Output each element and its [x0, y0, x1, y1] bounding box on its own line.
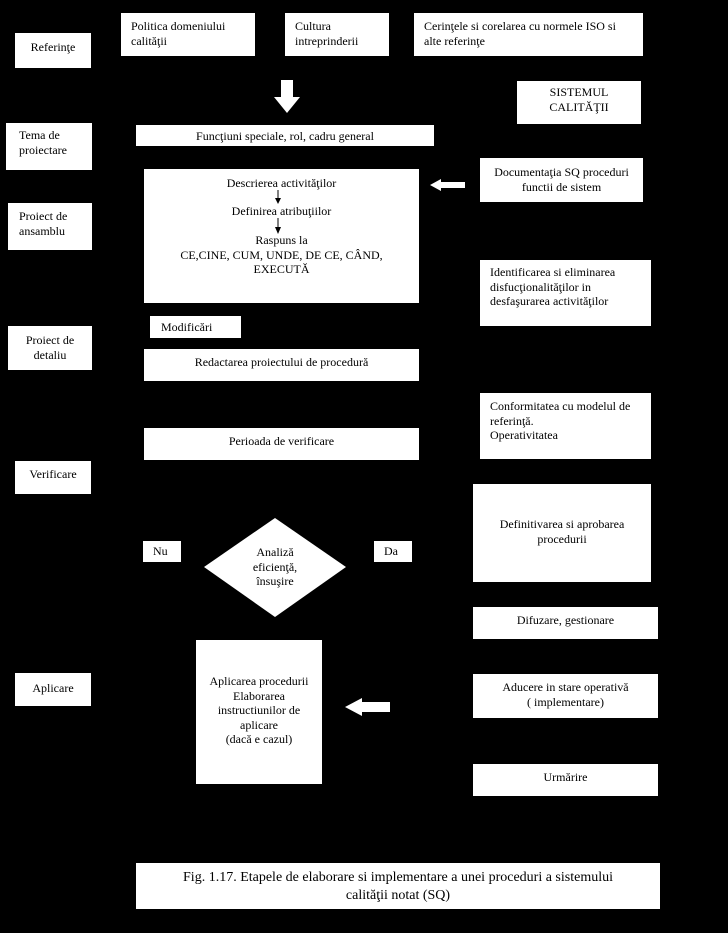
functiuni-box: Funcţiuni speciale, rol, cadru general	[136, 125, 434, 146]
ansamblu-box: Descrierea activităţilor Definirea atrib…	[144, 169, 419, 303]
stage-proiect-ansamblu: Proiect de ansamblu	[8, 203, 92, 250]
aducere-box: Aducere in stare operativă ( implementar…	[473, 674, 658, 718]
descrierea-activitatilor: Descrierea activităţilor	[226, 176, 337, 190]
left-arrow-aplicare	[345, 698, 390, 716]
ref-cultura-intreprinderii: Cultura intreprinderii	[285, 13, 389, 56]
stage-tema-proiectare: Tema de proiectare	[6, 123, 92, 170]
modificari-box: Modificări	[150, 316, 241, 338]
left-arrow-documentatia	[430, 179, 465, 191]
definitivarea-box: Definitivarea si aprobarea procedurii	[473, 484, 651, 582]
decision-text: Analiză eficienţă, însuşire	[252, 545, 298, 588]
difuzare-box: Difuzare, gestionare	[473, 607, 658, 639]
aplicarea-procedurii-box: Aplicarea procedurii Elaborarea instruct…	[196, 640, 322, 784]
ref-cerinte-iso: Cerinţele si corelarea cu normele ISO si…	[414, 13, 643, 56]
sistemul-calitatii-box: SISTEMUL CALITĂŢII	[517, 81, 641, 124]
da-label: Da	[374, 541, 412, 562]
redactarea-box: Redactarea proiectului de procedură	[144, 349, 419, 381]
ref-politica-calitatii: Politica domeniului calităţii	[121, 13, 255, 56]
down-arrow	[274, 80, 300, 113]
conformitatea-box: Conformitatea cu modelul de referinţă. O…	[480, 393, 651, 459]
stage-verificare: Verificare	[15, 461, 91, 494]
nu-label: Nu	[143, 541, 181, 562]
definirea-atributiilor: Definirea atribuţiilor	[231, 204, 332, 218]
stage-proiect-detaliu: Proiect de detaliu	[8, 326, 92, 370]
stage-aplicare: Aplicare	[15, 673, 91, 706]
perioada-verificare-box: Perioada de verificare	[144, 428, 419, 460]
identificarea-box: Identificarea si eliminarea disfucţional…	[480, 260, 651, 326]
figure-caption: Fig. 1.17. Etapele de elaborare si imple…	[136, 863, 660, 909]
documentatia-box: Documentaţia SQ proceduri functii de sis…	[480, 158, 643, 202]
raspuns-intrebari: Raspuns la CE,CINE, CUM, UNDE, DE CE, CÂ…	[180, 233, 383, 276]
urmarire-box: Urmărire	[473, 764, 658, 796]
stage-referinte: Referinţe	[15, 33, 91, 68]
